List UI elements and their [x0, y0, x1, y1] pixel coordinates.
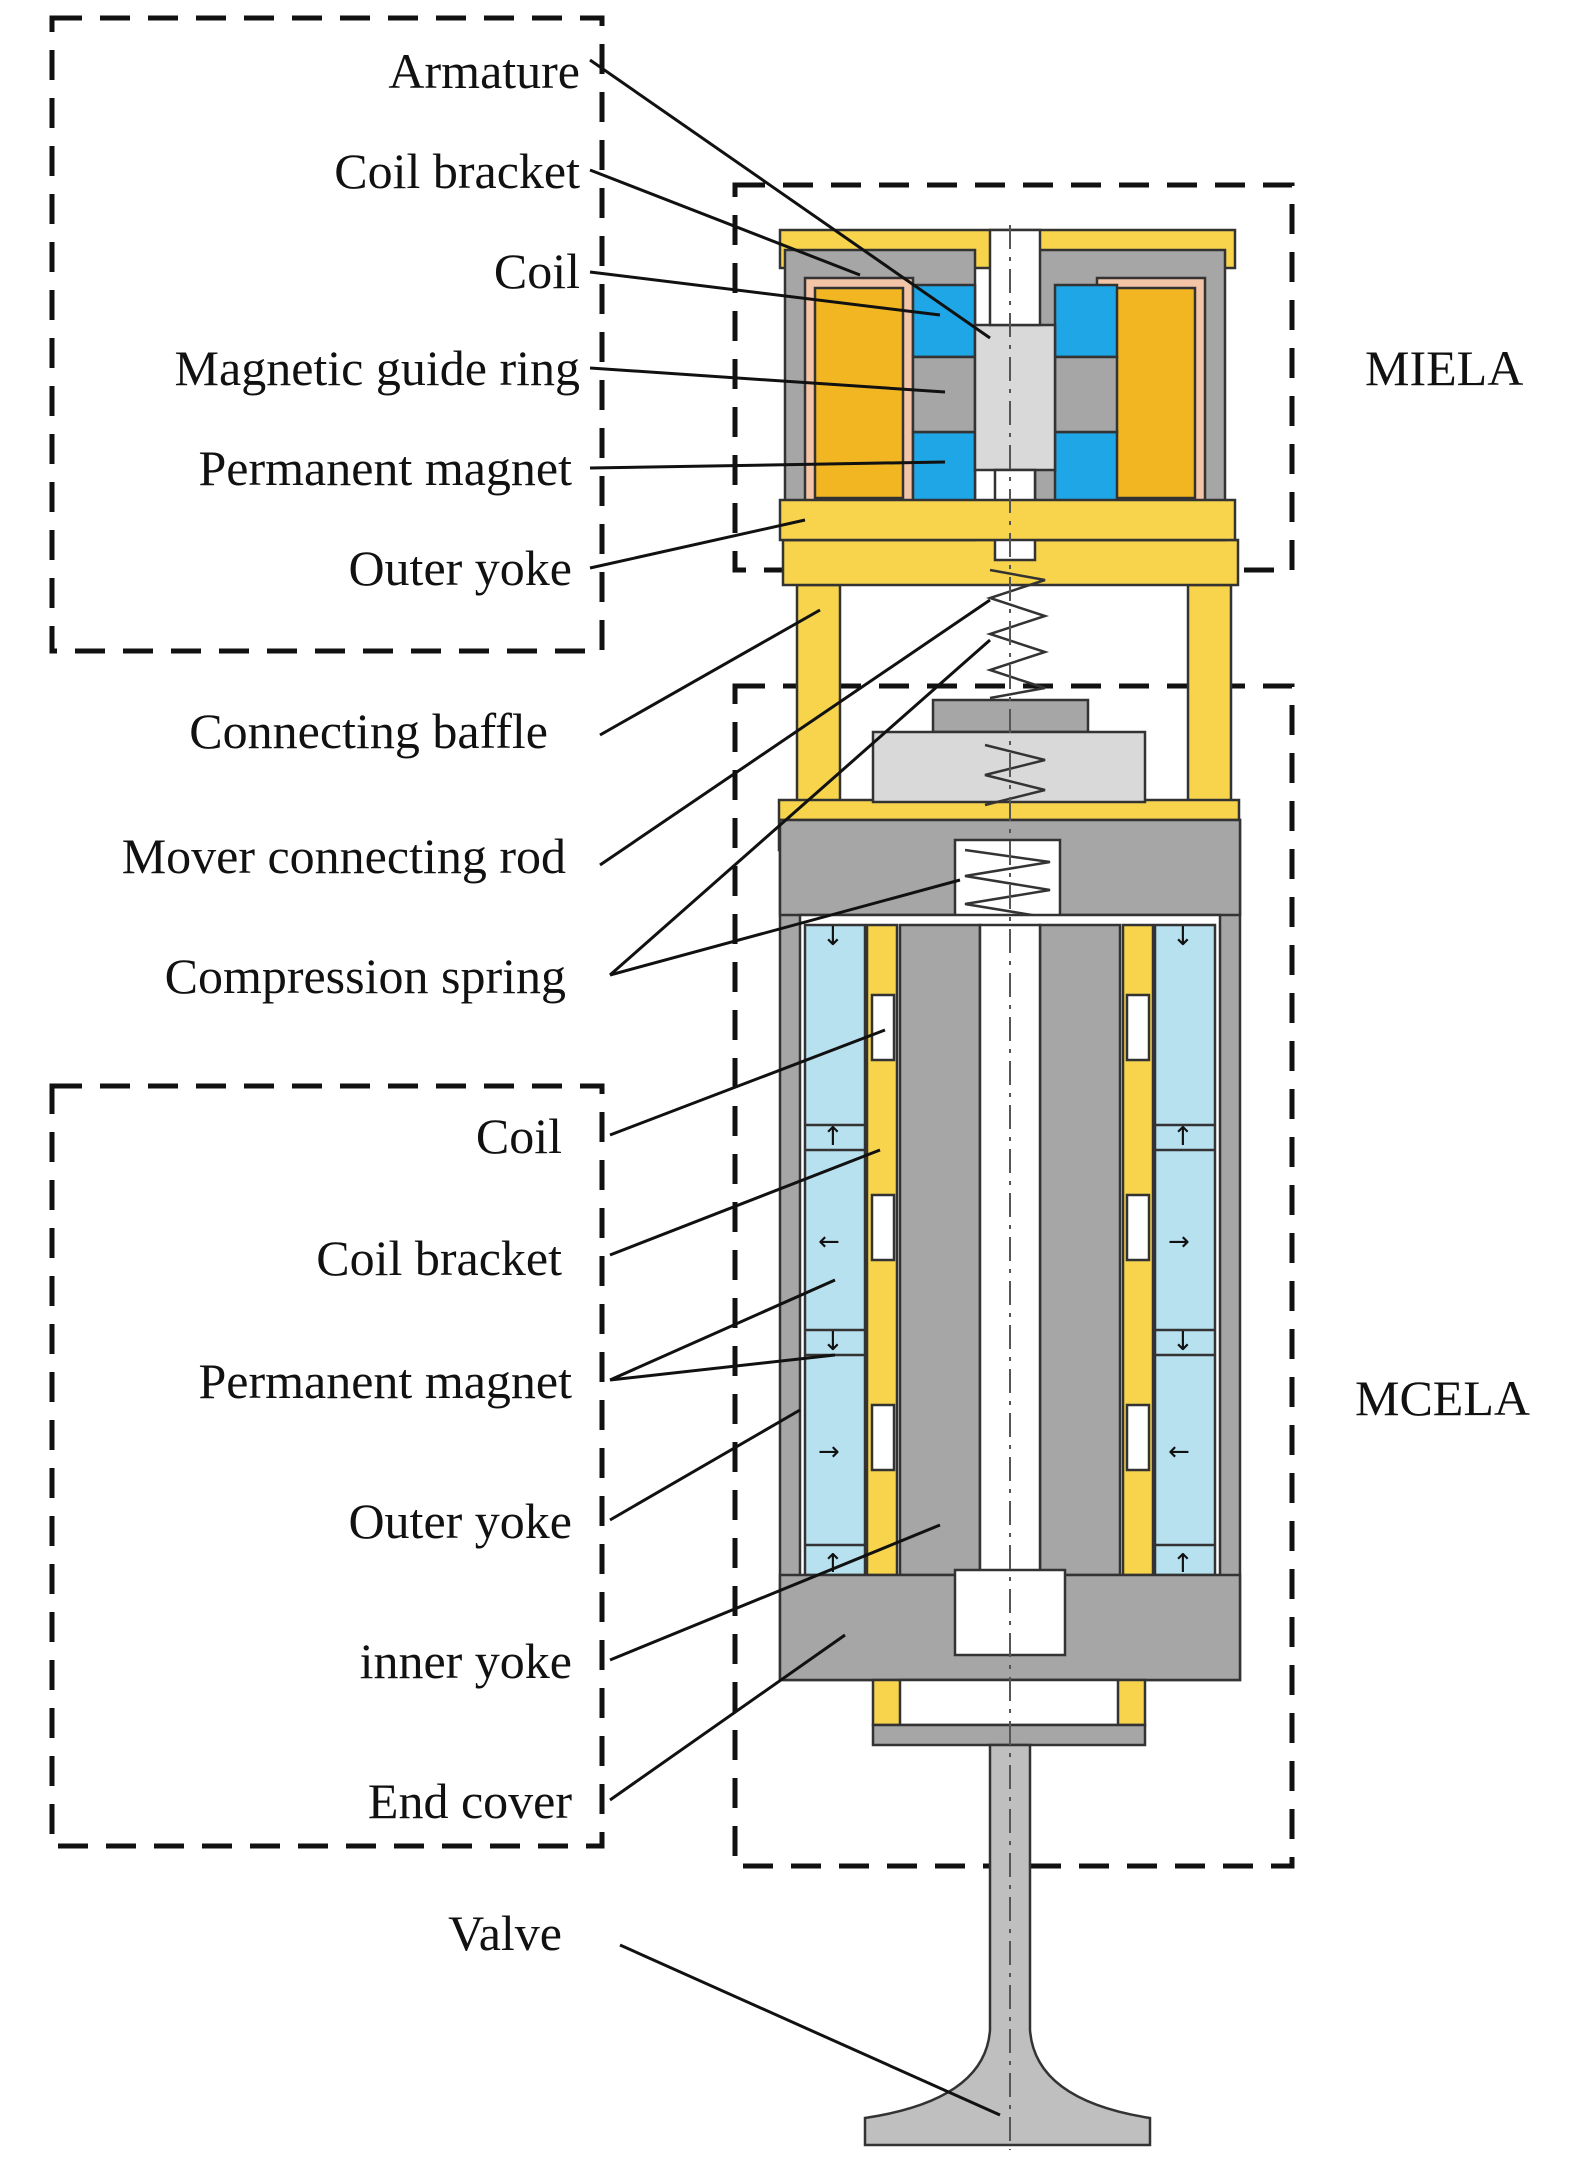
coil-winding-left-3 — [870, 1403, 896, 1472]
miela-shaft — [988, 228, 1042, 327]
label-outer-yoke-bottom: Outer yoke — [348, 1493, 572, 1549]
compression-spring-upper — [985, 568, 1050, 700]
group-label-mcela: MCELA — [1355, 1370, 1530, 1426]
coil-winding-right-1 — [1125, 993, 1151, 1062]
permanent-magnet-left-lower — [911, 430, 977, 504]
mcela-coils — [870, 993, 1151, 1472]
label-inner-yoke: inner yoke — [360, 1633, 572, 1689]
label-connecting-baffle: Connecting baffle — [189, 703, 548, 759]
label-coil-bracket-bottom: Coil bracket — [316, 1230, 562, 1286]
miela-label-frame — [49, 15, 605, 654]
label-permanent-magnet-bottom: Permanent magnet — [199, 1353, 573, 1409]
label-mover-connecting-rod: Mover connecting rod — [122, 828, 566, 884]
permanent-magnet-stack-left — [803, 923, 867, 1577]
svg-text:↓: ↓ — [822, 1327, 844, 1357]
coil-right — [1105, 286, 1197, 500]
label-valve: Valve — [448, 1905, 562, 1961]
armature — [973, 323, 1057, 472]
permanent-magnet-right-upper — [1053, 283, 1119, 359]
baffle-left-leg — [795, 583, 842, 812]
label-coil-bottom: Coil — [476, 1108, 562, 1164]
svg-text:←: ← — [818, 1227, 840, 1257]
label-end-cover: End cover — [368, 1773, 572, 1829]
baffle-right-leg — [1186, 583, 1233, 812]
label-armature: Armature — [388, 43, 580, 99]
svg-text:→: → — [818, 1437, 840, 1467]
magnetic-guide-ring-right — [1053, 355, 1119, 434]
coil-winding-right-3 — [1125, 1403, 1151, 1472]
svg-text:↑: ↑ — [822, 1122, 844, 1152]
leader-lines — [589, 58, 1001, 2117]
svg-text:↓: ↓ — [1172, 1327, 1194, 1357]
svg-text:←: ← — [1168, 1437, 1190, 1467]
compression-spring-middle — [984, 743, 1046, 807]
mcela-label-frame — [49, 1083, 605, 1849]
coil-winding-right-2 — [1125, 1193, 1151, 1262]
miela-bottom-plate — [778, 498, 1237, 542]
svg-text:↓: ↓ — [822, 922, 844, 952]
label-magnetic-guide-ring: Magnetic guide ring — [175, 340, 580, 396]
label-coil-bracket-top: Coil bracket — [334, 143, 580, 199]
label-compression-spring: Compression spring — [165, 948, 566, 1004]
coil-left — [813, 286, 905, 500]
permanent-magnet-right-lower — [1053, 430, 1119, 504]
part-labels: Armature Coil bracket Coil Magnetic guid… — [122, 43, 580, 1961]
compression-spring-lower — [964, 848, 1051, 920]
mcela-frame — [732, 683, 1295, 1869]
svg-text:↑: ↑ — [1172, 1122, 1194, 1152]
magnetization-arrows: ↓↓ ↑↑ ←→ ↓↓ →← ↑↑ — [818, 922, 1194, 1579]
label-outer-yoke-top: Outer yoke — [348, 540, 572, 596]
magnetic-guide-ring-left — [911, 355, 977, 434]
group-label-miela: MIELA — [1365, 340, 1523, 396]
svg-text:↑: ↑ — [1172, 1549, 1194, 1579]
miela-assembly — [778, 228, 1237, 562]
coil-winding-left-1 — [870, 993, 896, 1062]
inner-yoke-right — [1038, 923, 1122, 1577]
label-coil-top: Coil — [494, 243, 580, 299]
label-permanent-magnet-top: Permanent magnet — [199, 440, 573, 496]
svg-text:→: → — [1168, 1227, 1190, 1257]
svg-text:↓: ↓ — [1172, 922, 1194, 952]
valve — [863, 1743, 1152, 2147]
coil-winding-left-2 — [870, 1193, 896, 1262]
inner-yoke-left — [898, 923, 982, 1577]
